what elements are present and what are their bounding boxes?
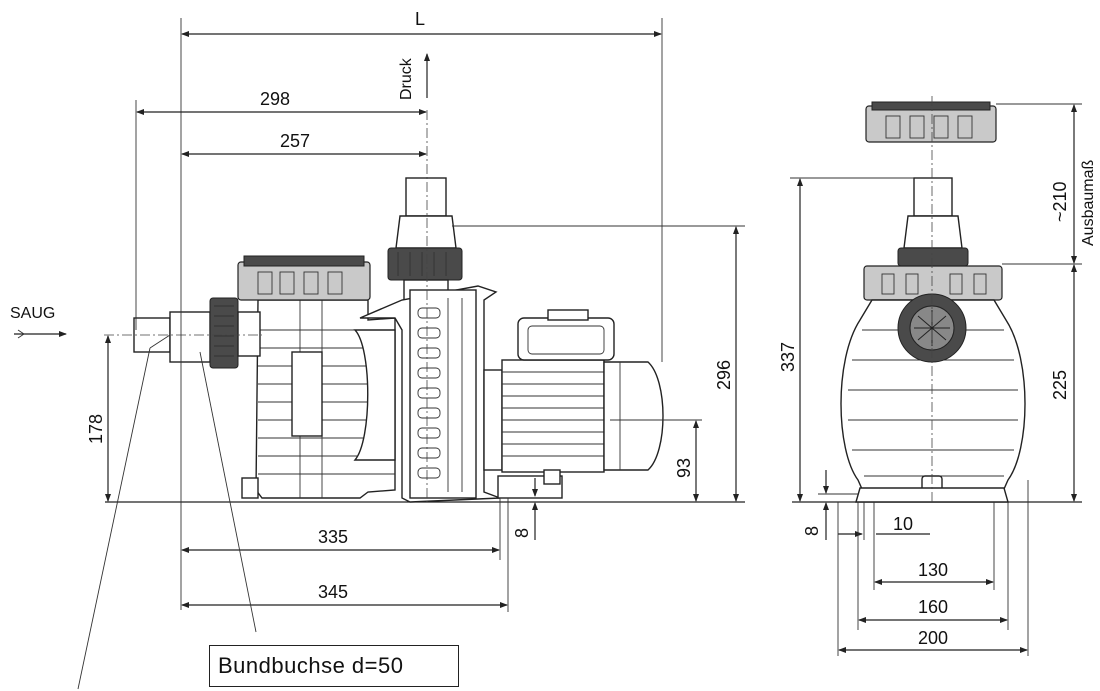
lid-ring xyxy=(243,255,365,267)
suction-arrow-icon xyxy=(14,329,67,339)
label-install-dim: Ausbaumaß xyxy=(1080,160,1097,246)
side-view xyxy=(104,110,745,503)
dim-345: 345 xyxy=(318,582,348,602)
suction-union-nut xyxy=(209,297,239,369)
suction-neck xyxy=(237,311,261,357)
motor-flange xyxy=(483,369,503,471)
callout-label: Bundbuchse d=50 xyxy=(218,653,404,678)
bracket-frame xyxy=(409,289,477,499)
callout-box xyxy=(209,645,459,687)
dim-160: 160 xyxy=(918,597,948,617)
dim-335: 335 xyxy=(318,527,348,547)
suction-socket xyxy=(169,311,211,363)
lid-removed xyxy=(865,105,997,143)
label-length: L xyxy=(415,9,425,29)
label-suction: SAUG xyxy=(10,305,55,322)
housing-window xyxy=(291,351,323,437)
front-dimensions xyxy=(790,103,1082,656)
dim-298: 298 xyxy=(260,89,290,109)
dim-257: 257 xyxy=(280,131,310,151)
dim-225: 225 xyxy=(1050,370,1070,400)
volute-bulge xyxy=(353,329,396,461)
pressure-pipe xyxy=(405,177,447,217)
dim-337: 337 xyxy=(778,342,798,372)
pressure-socket xyxy=(395,215,457,249)
dim-210: ~210 xyxy=(1050,181,1070,222)
dim-296: 296 xyxy=(714,360,734,390)
terminal-cap xyxy=(547,309,589,321)
dim-178: 178 xyxy=(86,414,106,444)
side-dimensions xyxy=(77,18,745,690)
housing-foot xyxy=(241,477,259,499)
pressure-union-nut xyxy=(387,247,463,281)
front-view xyxy=(792,96,1082,503)
label-pressure: Druck xyxy=(398,57,415,100)
motor-body xyxy=(501,359,605,473)
dim-200: 200 xyxy=(918,628,948,648)
dim-10: 10 xyxy=(893,514,913,534)
dim-93: 93 xyxy=(674,458,694,478)
dim-8-left: 8 xyxy=(512,528,532,538)
fan-cover xyxy=(603,361,664,471)
dim-8-right: 8 xyxy=(802,526,822,536)
dim-130: 130 xyxy=(918,560,948,580)
foot-bolt xyxy=(543,469,561,485)
